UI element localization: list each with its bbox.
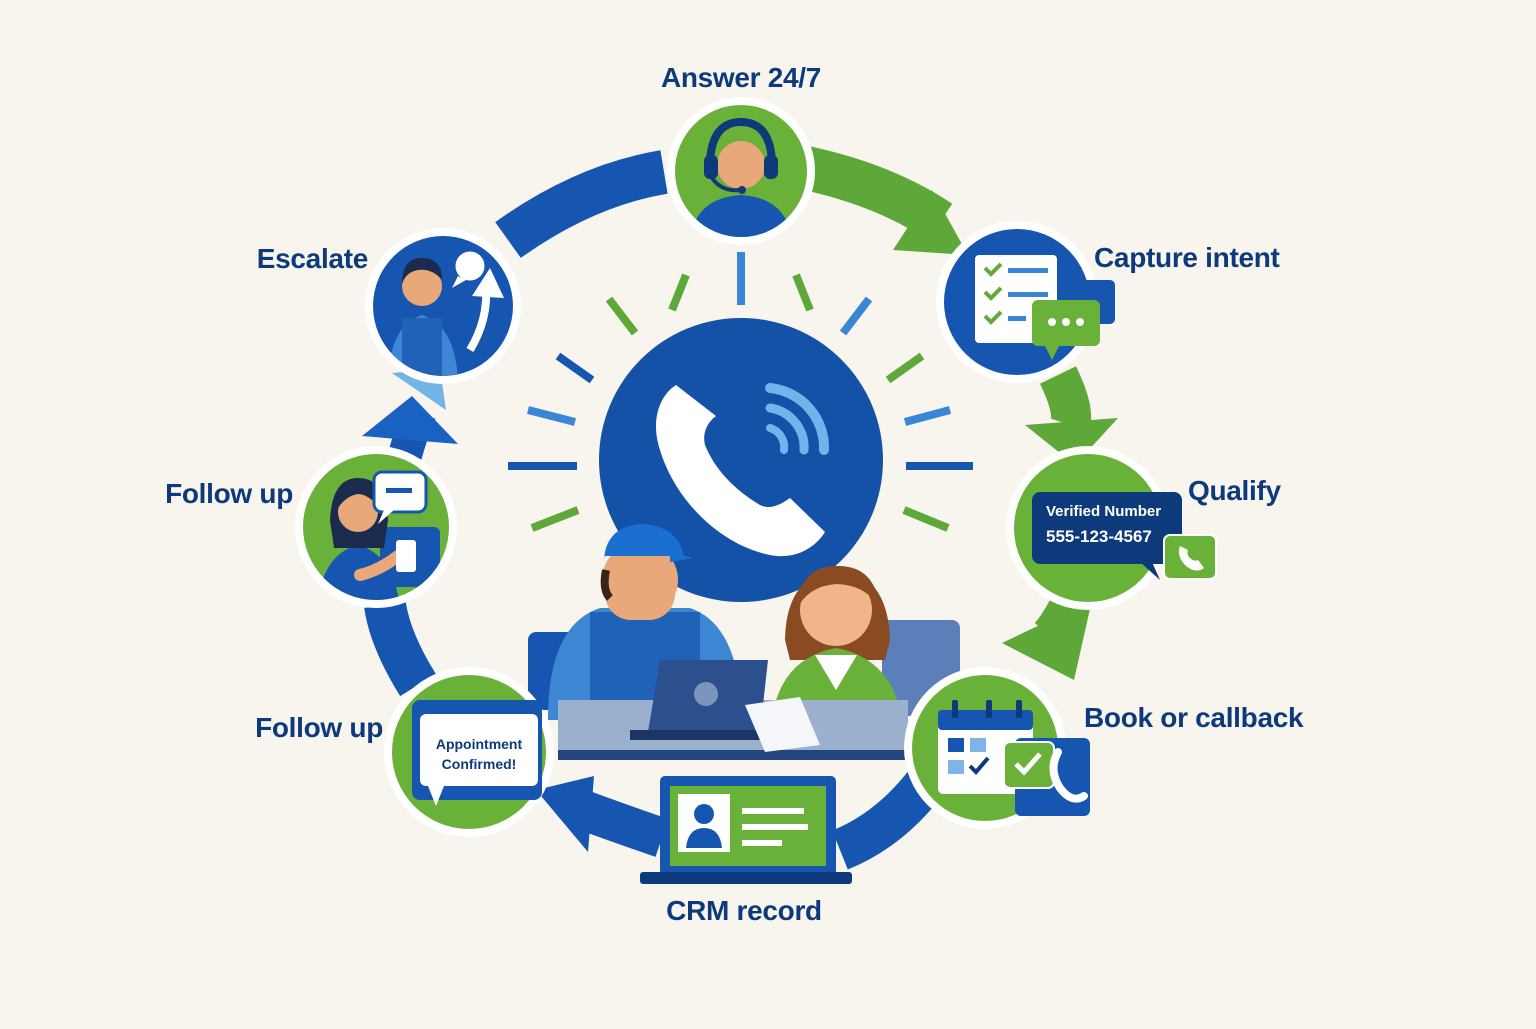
verified-number-value: 555-123-4567 bbox=[1046, 527, 1152, 546]
label-answer: Answer 24/7 bbox=[660, 62, 822, 93]
step-followup-phone-icon bbox=[295, 446, 457, 608]
arrow-followup-to-followup bbox=[364, 601, 436, 697]
arrowhead-capture-to-qualify bbox=[1025, 418, 1118, 465]
arrow-escalate-to-answer bbox=[495, 150, 668, 258]
sunburst-rays bbox=[508, 252, 973, 532]
step-book-icon bbox=[904, 667, 1090, 829]
arrowhead-qualify-to-book bbox=[1002, 600, 1092, 680]
arrow-capture-to-qualify bbox=[1039, 366, 1092, 432]
appointment-message: Appointment Confirmed! bbox=[420, 734, 538, 774]
verified-number-title: Verified Number bbox=[1046, 503, 1162, 520]
label-crm-record: CRM record bbox=[666, 895, 822, 926]
cycle-arrows bbox=[362, 146, 1118, 870]
phone-icon bbox=[599, 318, 883, 602]
step-answer-icon bbox=[667, 97, 815, 245]
arrow-book-to-crm bbox=[831, 767, 945, 870]
step-qualify-icon bbox=[1006, 446, 1217, 610]
arrowhead-answer-to-capture bbox=[893, 190, 968, 255]
label-capture-intent: Capture intent bbox=[1094, 242, 1280, 273]
label-qualify: Qualify bbox=[1188, 475, 1281, 506]
arrowhead-followup-to-escalate-1 bbox=[362, 396, 458, 444]
step-escalate-icon bbox=[365, 228, 521, 384]
step-capture-icon bbox=[936, 221, 1115, 383]
appointment-message-line-1: Appointment bbox=[435, 736, 523, 752]
label-escalate: Escalate bbox=[256, 243, 369, 274]
crm-monitor-icon bbox=[640, 776, 852, 884]
technician-and-receptionist-illustration bbox=[528, 524, 960, 760]
label-follow-up-phone: Follow up bbox=[165, 478, 293, 509]
label-book-or-callback: Book or callback bbox=[1084, 702, 1304, 733]
step-followup-appointment-icon bbox=[384, 667, 554, 837]
calendar-callback-icon bbox=[938, 700, 1090, 816]
appointment-message-line-2: Confirmed! bbox=[441, 756, 517, 772]
headset-agent-icon bbox=[690, 117, 792, 237]
arrowhead-crm-to-followup bbox=[536, 776, 594, 852]
worker-escalate-icon bbox=[388, 258, 504, 376]
label-follow-up-appointment: Follow up bbox=[255, 712, 383, 743]
